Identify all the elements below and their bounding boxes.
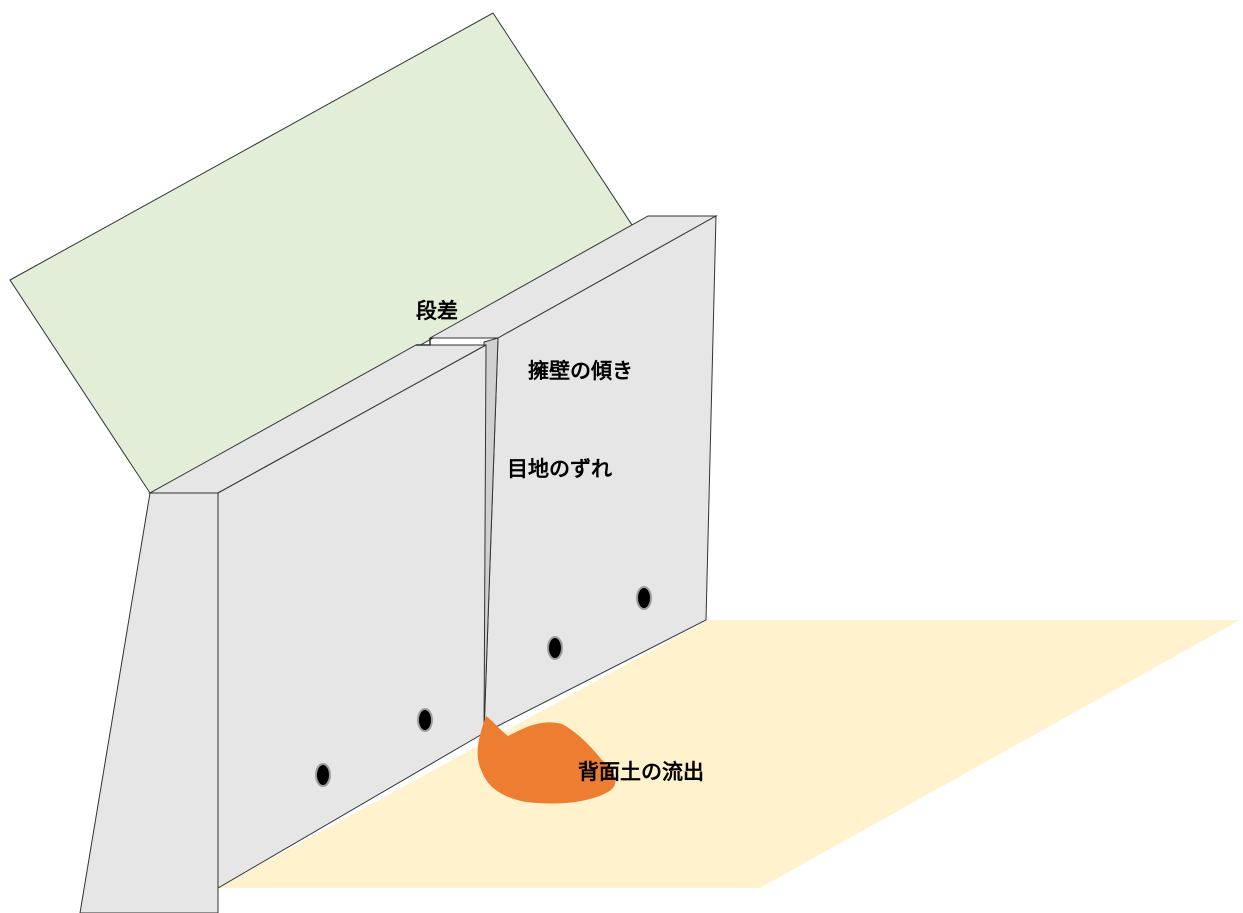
left-wall-side-face bbox=[79, 492, 219, 913]
drain-hole bbox=[636, 586, 652, 610]
label-joint-offset: 目地のずれ bbox=[507, 457, 612, 481]
drain-hole bbox=[315, 763, 331, 787]
ground-plane bbox=[218, 620, 1240, 888]
soil-outflow-blob bbox=[477, 716, 616, 804]
label-wall-tilt: 擁壁の傾き bbox=[528, 359, 633, 383]
drain-hole bbox=[417, 708, 433, 732]
drain-hole bbox=[547, 636, 563, 660]
step-marker bbox=[416, 338, 431, 346]
label-step: 段差 bbox=[416, 299, 458, 323]
label-soil-outflow: 背面土の流出 bbox=[578, 760, 704, 784]
